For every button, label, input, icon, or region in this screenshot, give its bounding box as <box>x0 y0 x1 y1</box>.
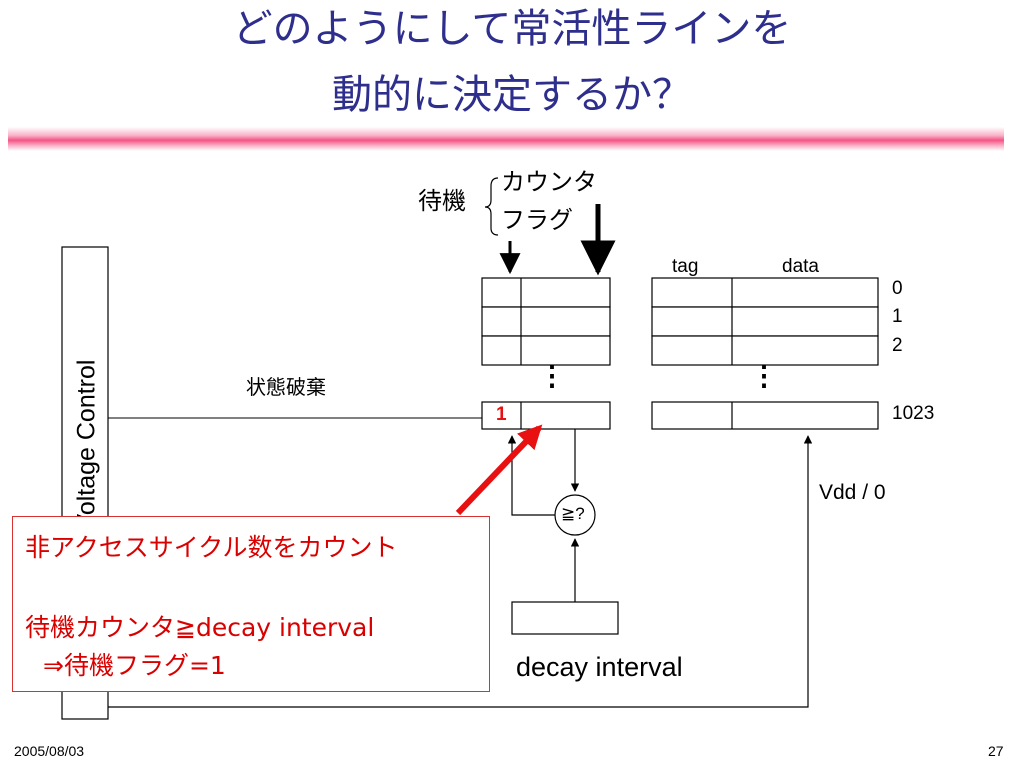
note-pointer-arrow <box>455 424 543 516</box>
cache-array <box>651 277 879 430</box>
standby-label: 待機 <box>418 187 466 215</box>
title-divider <box>8 127 1004 151</box>
discard-label: 状態破棄 <box>246 375 326 399</box>
decay-interval-label: decay interval <box>516 652 683 682</box>
standby-brace <box>484 177 499 236</box>
cache-ellipsis: ⋮ <box>750 360 778 391</box>
slide-title-line-1: どのようにして常活性ラインを <box>232 6 792 52</box>
slide-title-line-2: 動的に決定するか？ <box>332 72 692 118</box>
vdd-path-arrow <box>108 435 813 708</box>
note-line-2: 待機カウンタ≧decay interval <box>25 613 375 642</box>
compare-label: ≧? <box>561 504 585 523</box>
decay-interval-register <box>511 601 619 635</box>
voltage-control-label: Voltage Control <box>72 359 101 531</box>
row-index-1: 1 <box>892 306 903 327</box>
note-line-3: ⇒待機フラグ=1 <box>43 651 226 680</box>
footer-date: 2005/08/03 <box>14 743 85 759</box>
footer-page-number: 27 <box>988 743 1004 759</box>
flag-value: 1 <box>496 404 507 425</box>
flag-label: フラグ <box>501 206 573 234</box>
standby-array <box>481 277 611 430</box>
counter-label: カウンタ <box>501 168 597 196</box>
tag-label: tag <box>672 256 699 277</box>
row-index-0: 0 <box>892 278 903 299</box>
compare-to-flag-arrow <box>507 435 555 516</box>
standby-ellipsis: ⋮ <box>538 360 566 391</box>
row-index-2: 2 <box>892 335 903 356</box>
vdd-label: Vdd / 0 <box>819 481 886 504</box>
note-box: 非アクセスサイクル数をカウント 待機カウンタ≧decay interval ⇒待… <box>12 516 490 692</box>
row-index-last: 1023 <box>892 403 935 424</box>
note-line-1: 非アクセスサイクル数をカウント <box>25 533 398 562</box>
data-label: data <box>782 256 819 277</box>
